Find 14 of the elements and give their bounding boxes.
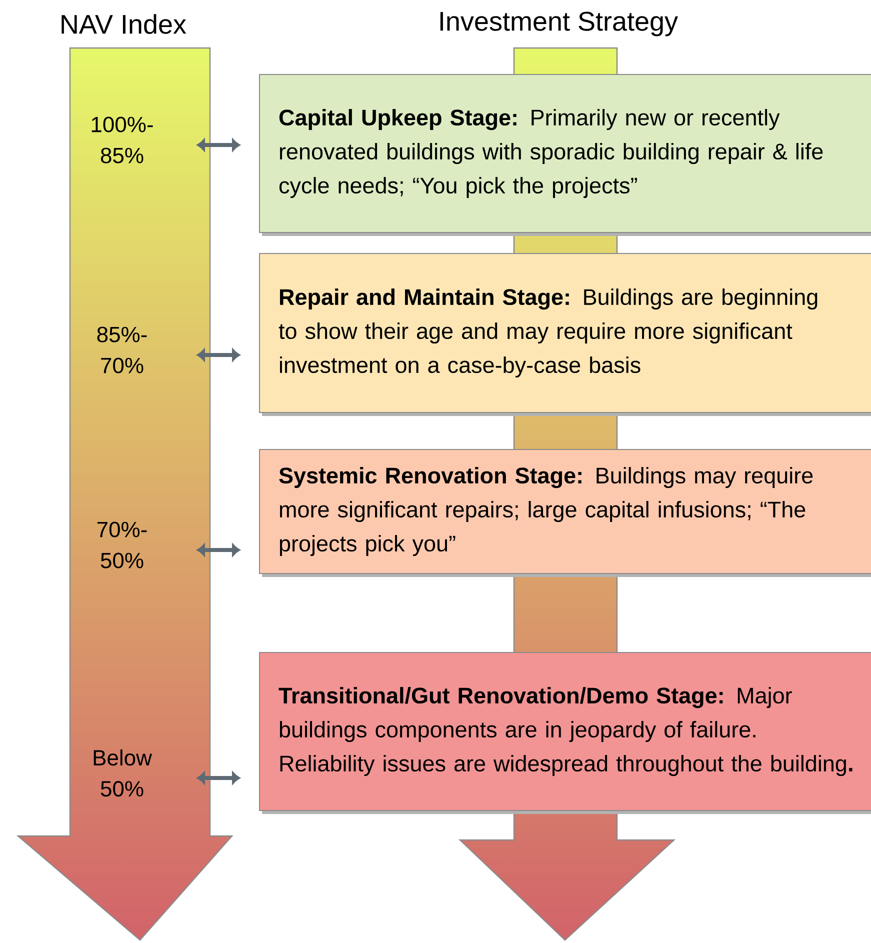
- percent-label: Below 50%: [94, 749, 152, 797]
- double-arrow: [196, 772, 240, 784]
- stage-box: Repair and Maintain Stage: Buildings are beginning to show their age and may require more significant investment on a case-by-case basis: [259, 253, 871, 416]
- stage-box: Transitional/Gut Renovation/Demo Stage: Major buildings components are in jeopardy of failure. Reliability issues are widespread throughout the building.: [259, 652, 871, 814]
- double-arrow: [196, 348, 240, 362]
- percent-label: 70%- 50%: [97, 522, 147, 568]
- stage-box: Systemic Renovation Stage: Buildings may require more significant repairs; large capital infusions; “The projects pick you”: [259, 449, 871, 577]
- double-arrow: [196, 138, 240, 152]
- column-heading: Investment Strategy: [440, 12, 678, 36]
- percent-label: 100%- 85%: [92, 116, 153, 164]
- percent-label: 85%- 70%: [97, 326, 147, 374]
- column-heading: NAV Index: [62, 14, 186, 34]
- double-arrow: [196, 544, 240, 556]
- stage-box: Capital Upkeep Stage: Primarily new or recently renovated buildings with sporadic building repair & life cycle needs; “You pick the projects”: [259, 74, 871, 236]
